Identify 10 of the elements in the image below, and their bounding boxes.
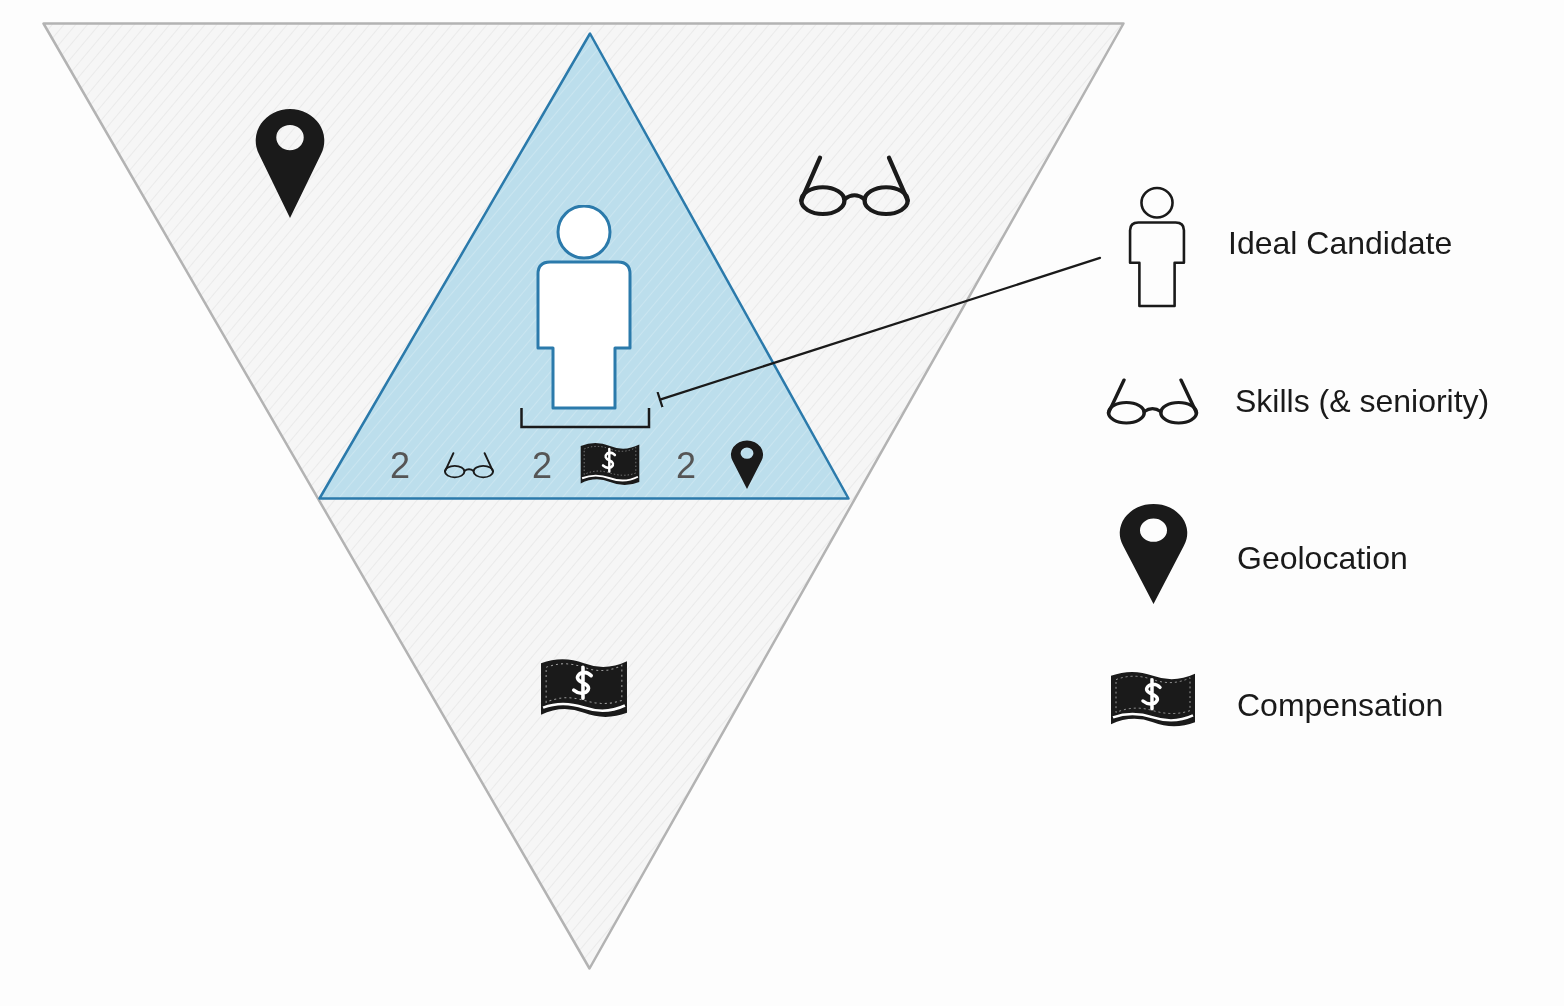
legend-label: Skills (& seniority) <box>1235 382 1490 420</box>
legend-label: Compensation <box>1237 686 1444 724</box>
leader-line <box>656 256 1102 409</box>
triangle <box>318 32 850 500</box>
inverted-triangle <box>42 22 1125 970</box>
node-label: Ideal Candidate <box>1228 224 1453 262</box>
legend-label: Geolocation <box>1237 539 1408 577</box>
count-number: 2 <box>532 445 552 487</box>
count-number: 2 <box>390 445 410 487</box>
count-number: 2 <box>676 445 696 487</box>
